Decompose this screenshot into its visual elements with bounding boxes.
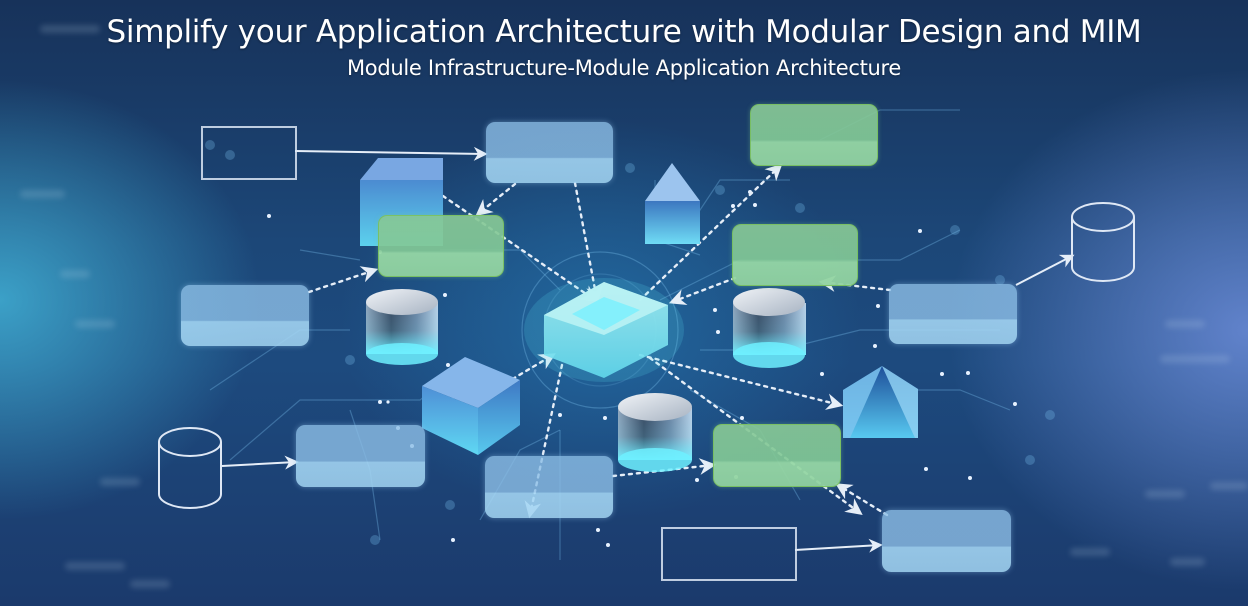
bg-blur-dash [1170,558,1205,566]
module-lower-left[interactable] [296,425,425,487]
module-bottom-right[interactable] [882,510,1011,572]
database-icon-right [1071,202,1135,282]
module-upper-left[interactable] [378,215,504,277]
arrow-outline-to-bottom-right [794,538,883,553]
arrow-db-left-to-module [221,455,299,470]
bg-blur-dash [1165,320,1205,328]
module-top-right[interactable] [750,104,878,166]
circuit-nodes [205,140,1055,545]
pyramid-shape [843,366,918,438]
bg-blur-dash [1145,490,1185,498]
module-bottom-center[interactable] [485,456,613,518]
cylinder-right-shape [733,288,806,368]
bg-blur-dash [100,478,140,486]
module-left[interactable] [181,285,309,346]
bg-blur-dash [40,25,100,33]
bg-blur-dash [1070,548,1110,556]
bg-blur-dash [1160,355,1230,363]
arrow-outline-to-top-center [294,146,488,161]
outline-box-top-left [201,126,297,180]
house-shape [645,163,700,244]
page-subtitle: Module Infrastructure-Module Application… [346,56,902,80]
cube-lower-left-shape [422,357,520,455]
bg-blur-dash [65,562,125,570]
database-icon-left [158,427,222,509]
cylinder-left-shape [366,289,438,365]
bg-blur-dash [20,190,65,198]
module-lower-right[interactable] [713,424,841,487]
bg-blur-dash [130,580,170,588]
outline-box-bottom-right [661,527,797,581]
module-top-center[interactable] [486,122,613,183]
module-right[interactable] [889,284,1017,344]
central-hub-shape [524,278,684,382]
page-title: Simplify your Application Architecture w… [106,14,1142,50]
header: Simplify your Application Architecture w… [0,10,1248,82]
solid-connectors [221,146,1075,553]
arrow-module-to-db-right [1015,254,1075,286]
bg-blur-dash [1210,482,1248,490]
module-upper-right[interactable] [732,224,858,286]
bg-blur-dash [75,320,115,328]
cylinder-bottom-shape [618,393,692,472]
bg-blur-dash [60,270,90,278]
